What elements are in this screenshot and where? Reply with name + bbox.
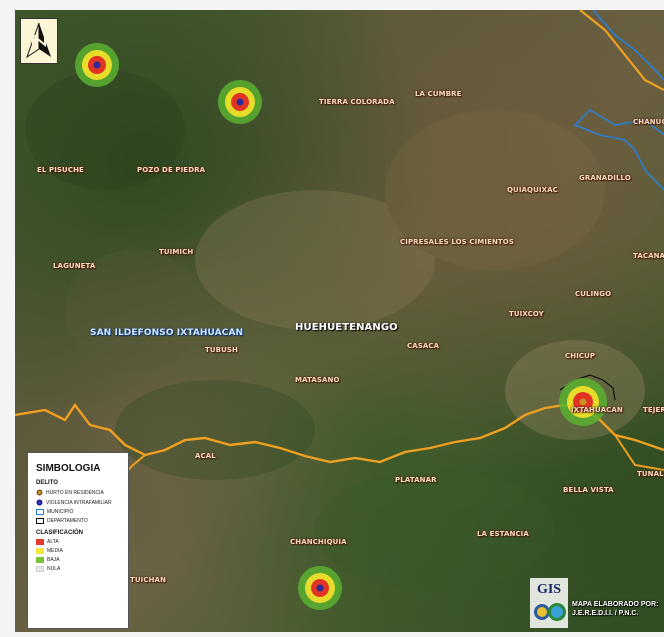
nula-swatch-icon <box>36 566 44 572</box>
hotspot-1[interactable] <box>75 43 119 87</box>
place-label: LA ESTANCIA <box>477 530 529 538</box>
legend-panel: SIMBOLOGIA DELITO HURTO EN RESIDENCIA VI… <box>27 452 129 629</box>
place-label: CIPRESALES LOS CIMIENTOS <box>400 238 514 246</box>
legend-item: NULA <box>36 566 128 572</box>
legend-item: VIOLENCIA INTRAFAMILIAR <box>36 499 128 506</box>
place-label: TIERRA COLORADA <box>319 98 395 106</box>
place-label: TEJER <box>643 406 664 414</box>
municipal-boundary-east <box>573 108 664 191</box>
gis-logo-icon: GIS <box>530 578 568 628</box>
place-label: MATASANO <box>295 376 340 384</box>
legend-label: BAJA <box>47 557 60 563</box>
terrain-texture <box>25 70 645 590</box>
hotspot-3[interactable] <box>559 378 607 426</box>
place-label: CHANUC <box>633 118 664 126</box>
municipio-boundary-icon <box>36 509 44 515</box>
place-label: EL PISUCHE <box>37 166 84 174</box>
place-label: ACAL <box>195 452 216 460</box>
gis-logo: GIS <box>530 578 568 628</box>
legend-section-clasificacion: CLASIFICACIÓN <box>36 530 83 536</box>
legend-label: VIOLENCIA INTRAFAMILIAR <box>46 499 112 506</box>
municipal-boundary-north <box>592 10 664 81</box>
credit-line-2: J.E.R.E.D.I.I. / P.N.C. <box>572 610 639 617</box>
legend-title: SIMBOLOGIA <box>36 463 101 474</box>
place-label: CHICUP <box>565 352 596 360</box>
place-label: GRANADILLO <box>579 174 631 182</box>
violence-marker-icon <box>36 499 43 506</box>
place-label: LAGUNETA <box>53 262 96 270</box>
place-label: POZO DE PIEDRA <box>137 166 206 174</box>
legend-label: ALTA <box>47 539 59 545</box>
legend-label: DEPARTAMENTO <box>47 518 88 524</box>
media-swatch-icon <box>36 548 44 554</box>
satellite-map[interactable]: TIERRA COLORADA LA CUMBRE CHANUC EL PISU… <box>15 10 664 632</box>
legend-label: NULA <box>47 566 61 572</box>
hotspot-4[interactable] <box>298 566 342 610</box>
place-label: LA CUMBRE <box>415 90 462 98</box>
legend-label: HURTO EN RESIDENCIA <box>46 489 104 496</box>
place-label-major: HUEHUETENANGO <box>295 322 398 333</box>
legend-label: MEDIA <box>47 548 63 554</box>
credit-line-1: MAPA ELABORADO POR: <box>572 601 659 608</box>
legend-item: BAJA <box>36 557 128 563</box>
place-label: IXTAHUACAN <box>571 406 623 414</box>
place-label: BELLA VISTA <box>563 486 614 494</box>
place-label: TUICHAN <box>130 576 167 584</box>
place-label-municipality: SAN ILDEFONSO IXTAHUACAN <box>90 328 244 338</box>
place-label: CASACA <box>407 342 440 350</box>
place-label: QUIAQUIXAC <box>507 186 558 194</box>
legend-item: DEPARTAMENTO <box>36 518 128 524</box>
hotspot-2[interactable] <box>218 80 262 124</box>
place-label: PLATANAR <box>395 476 437 484</box>
place-label: TUIXCOY <box>509 310 544 318</box>
place-label: CHANCHIQUIA <box>290 538 347 546</box>
road-north <box>579 10 664 91</box>
road-east <box>614 434 664 471</box>
legend-section-delito: DELITO <box>36 480 58 486</box>
north-arrow-icon <box>26 22 51 59</box>
burglary-marker-icon <box>36 489 43 496</box>
legend-item: ALTA <box>36 539 128 545</box>
map-overlay <box>15 10 664 610</box>
place-label: TUNALA <box>637 470 664 478</box>
north-arrow <box>20 18 58 64</box>
baja-swatch-icon <box>36 557 44 563</box>
place-label: TUIMICH <box>159 248 194 256</box>
legend-label: MUNICIPIO <box>47 509 74 515</box>
legend-item: MUNICIPIO <box>36 509 128 515</box>
place-label: CULINGO <box>575 290 612 298</box>
place-label: TACANA <box>633 252 664 260</box>
alta-swatch-icon <box>36 539 44 545</box>
gis-logo-text: GIS <box>537 582 561 597</box>
legend-item: MEDIA <box>36 548 128 554</box>
map-credit: MAPA ELABORADO POR: J.E.R.E.D.I.I. / P.N… <box>572 600 658 618</box>
departamento-boundary-icon <box>36 518 44 524</box>
place-label: TUBUSH <box>205 346 238 354</box>
legend-item: HURTO EN RESIDENCIA <box>36 489 128 496</box>
